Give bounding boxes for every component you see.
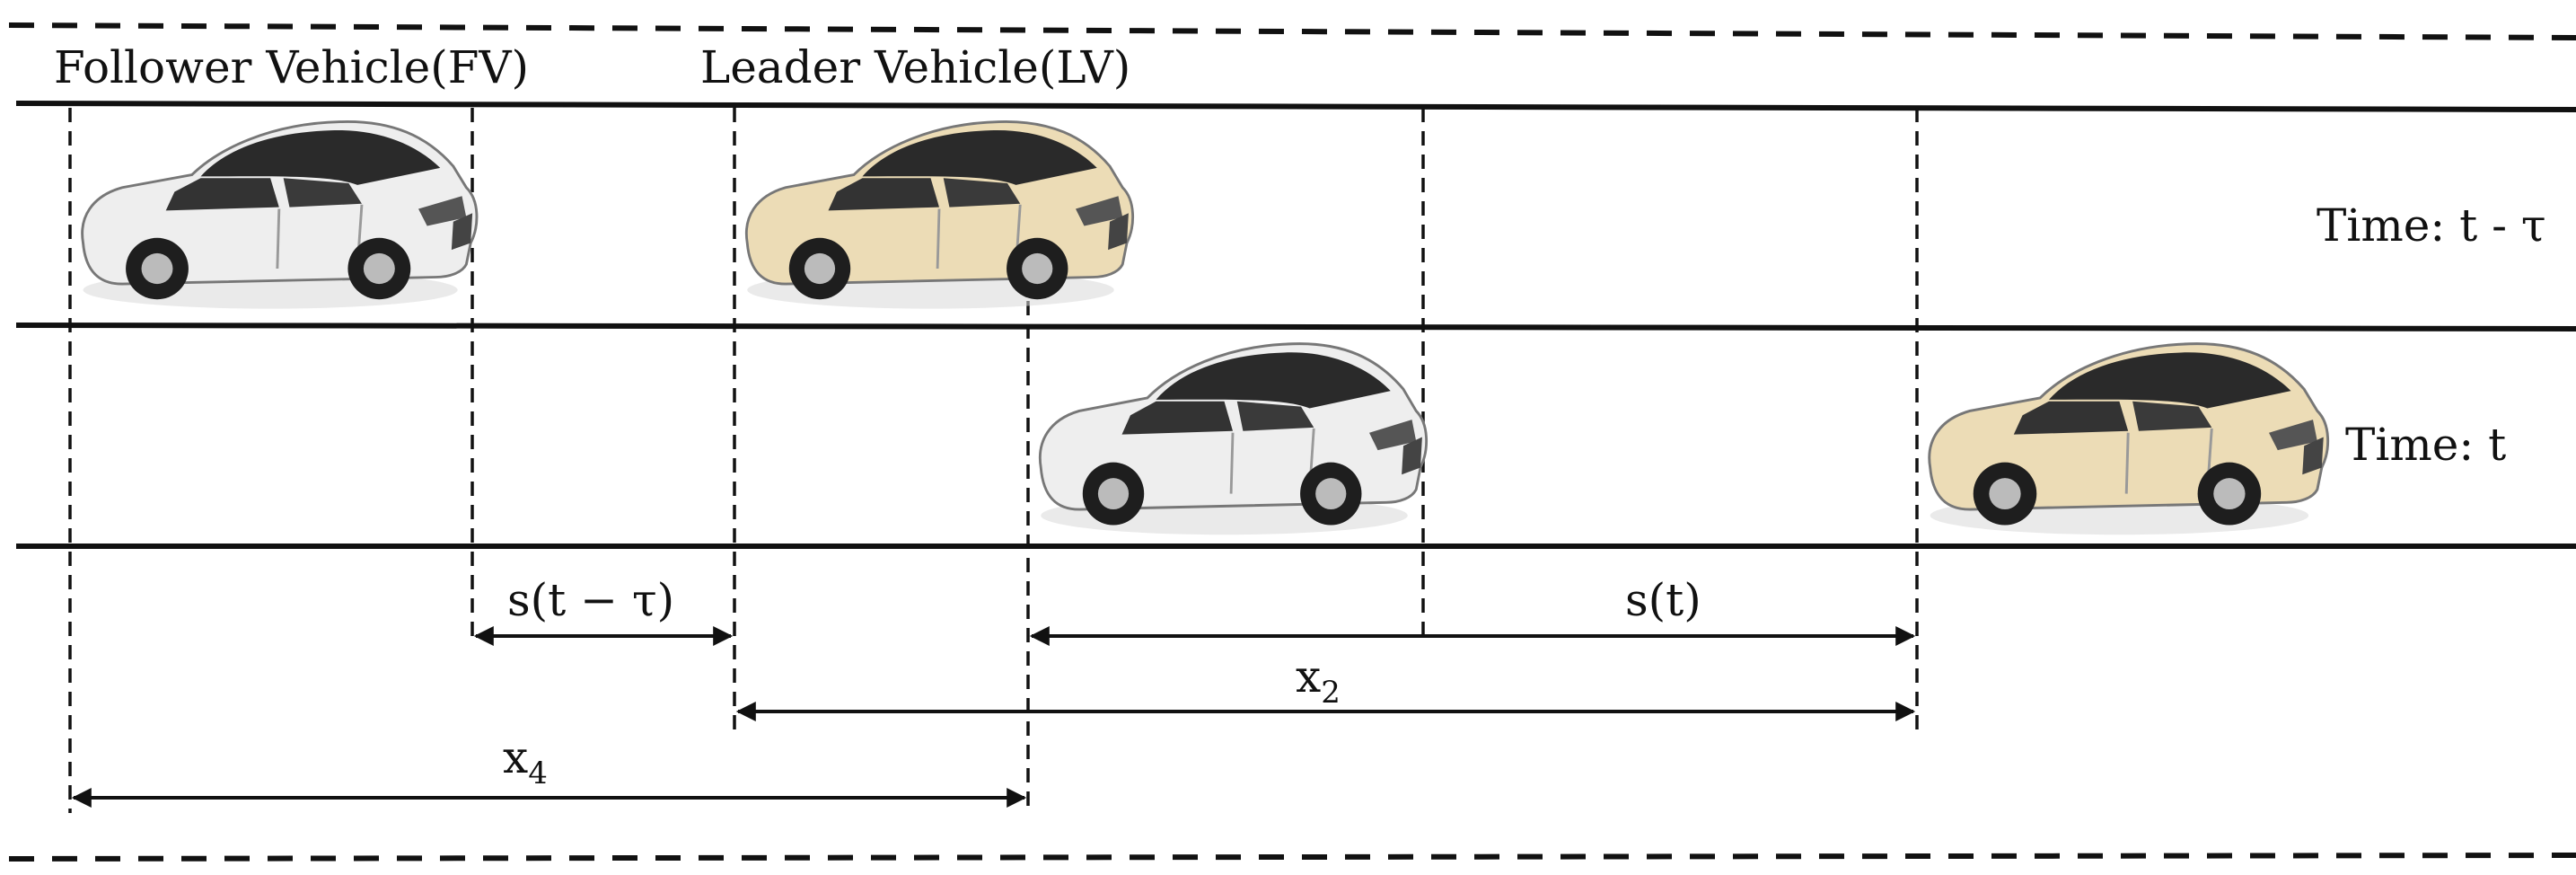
x4-main: x xyxy=(503,731,528,783)
road-top-dashed-edge xyxy=(8,22,2576,40)
x2-subscript: 2 xyxy=(1321,675,1341,711)
x4-label: x4 xyxy=(503,731,548,791)
road-bottom-dashed-edge xyxy=(8,853,2576,862)
x4-subscript: 4 xyxy=(528,756,548,791)
lane-line-1 xyxy=(15,101,2576,112)
time-label-upper: Time: t - τ xyxy=(2317,199,2546,252)
leader-vehicle-past xyxy=(744,120,1135,311)
follower-vehicle-past xyxy=(81,120,479,311)
leader-vehicle-now xyxy=(1928,342,2330,536)
follower-vehicle-now xyxy=(1038,342,1429,536)
gap-now-label: s(t) xyxy=(1625,574,1701,626)
time-label-lower: Time: t xyxy=(2345,419,2506,471)
follower-vehicle-label: Follower Vehicle(FV) xyxy=(54,41,529,93)
x2-main: x xyxy=(1296,650,1321,703)
gap-before-label: s(t − τ) xyxy=(507,574,674,626)
lane-line-2 xyxy=(15,323,2576,331)
leader-vehicle-label: Leader Vehicle(LV) xyxy=(700,41,1130,93)
x2-label: x2 xyxy=(1296,650,1341,711)
